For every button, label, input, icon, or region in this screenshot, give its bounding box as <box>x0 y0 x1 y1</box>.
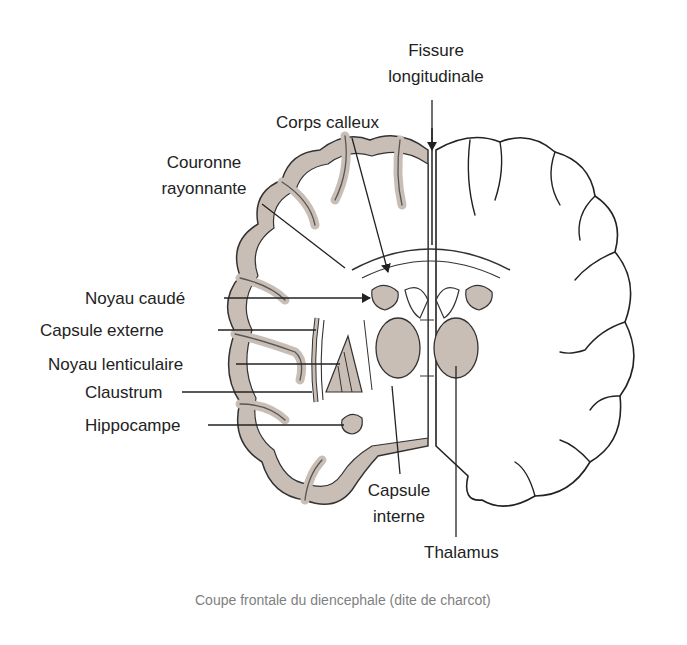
structure-label: Noyau lenticulaire <box>48 352 183 378</box>
figure-caption: Coupe frontale du diencephale (dite de c… <box>195 592 491 608</box>
structure-label: Noyau caudé <box>85 286 185 312</box>
structure-label: Hippocampe <box>85 413 180 439</box>
structure-label: Capsule interne <box>360 478 438 531</box>
structure-label: Couronne rayonnante <box>148 150 260 203</box>
structure-label: Corps calleux <box>276 110 379 136</box>
structure-label: Claustrum <box>85 380 162 406</box>
fissure-label: Fissure longitudinale <box>380 38 492 91</box>
structure-label: Capsule externe <box>40 318 164 344</box>
structure-label: Thalamus <box>424 540 499 566</box>
